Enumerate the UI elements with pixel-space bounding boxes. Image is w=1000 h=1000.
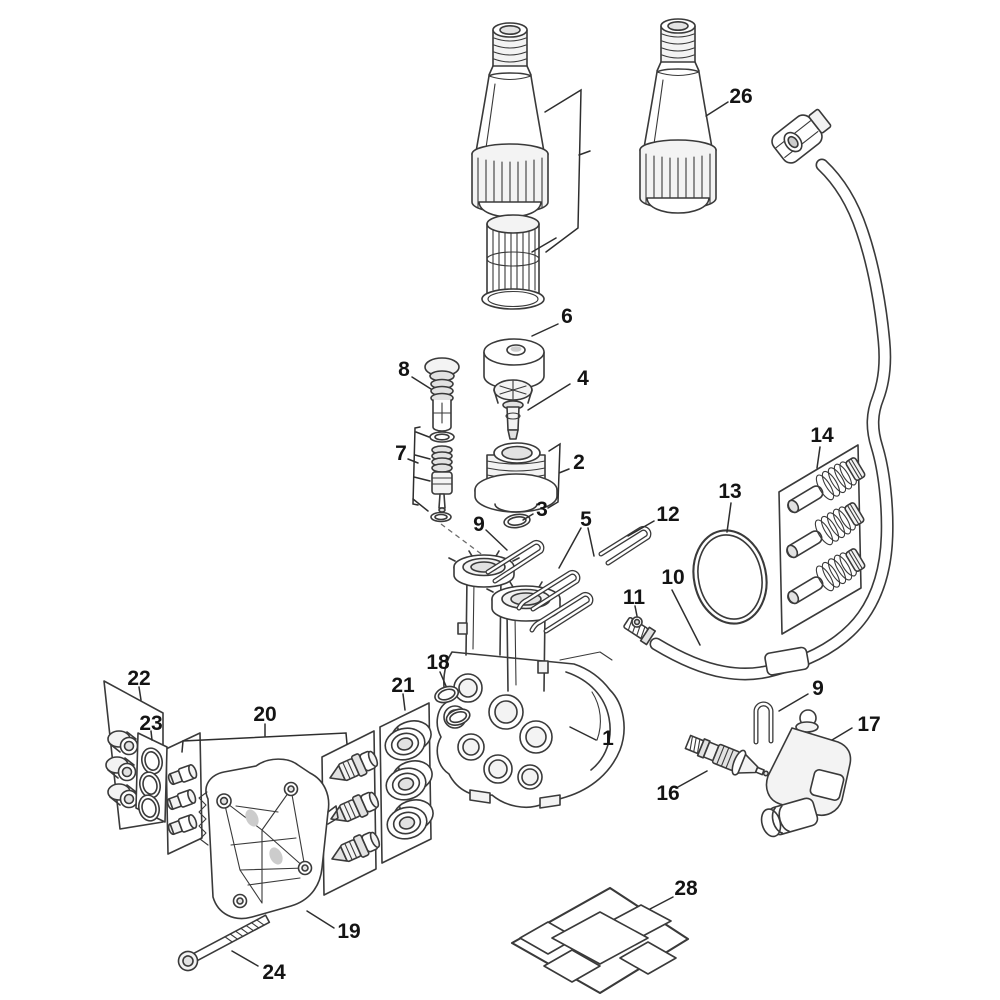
callout-16-label: 16 bbox=[656, 782, 679, 805]
part-21-seal-kit-box bbox=[379, 702, 439, 864]
part-2-inlet-fitting bbox=[474, 442, 558, 513]
part-20-fitting-box bbox=[164, 732, 203, 855]
callout-3-label: 3 bbox=[536, 498, 548, 521]
part-26-filter-right bbox=[639, 18, 717, 214]
callout-11-label: 11 bbox=[623, 586, 646, 609]
part-17-outlet-elbow bbox=[760, 709, 852, 838]
callout-20-label: 20 bbox=[253, 703, 276, 726]
callout-9-right-label: 9 bbox=[812, 677, 824, 700]
part-1-pump-housing bbox=[436, 550, 625, 809]
part-23-o-ring-box bbox=[135, 732, 168, 824]
part-9-clip-right bbox=[753, 701, 774, 745]
callout-13-label: 13 bbox=[718, 480, 741, 503]
callout-18-label: 18 bbox=[426, 651, 450, 674]
callout-19-label: 19 bbox=[337, 920, 360, 943]
part-3-o-ring bbox=[503, 513, 531, 529]
part-11-nut bbox=[631, 616, 643, 628]
part-5-clip-a bbox=[516, 569, 581, 612]
callout-2-label: 2 bbox=[573, 451, 585, 474]
callout-5-label: 5 bbox=[580, 508, 592, 531]
callout-12-label: 12 bbox=[656, 503, 679, 526]
part-8-valve-plunger bbox=[424, 357, 460, 432]
callout-9-top-label: 9 bbox=[473, 513, 485, 536]
part-26-filter-left bbox=[471, 22, 549, 218]
part-19-pump-cover bbox=[198, 758, 339, 920]
callout-6-label: 6 bbox=[561, 305, 573, 328]
callout-21-label: 21 bbox=[391, 674, 415, 697]
filter-group-bracket bbox=[544, 88, 591, 253]
part-10-hose bbox=[623, 108, 894, 681]
part-14-kit-box bbox=[778, 444, 869, 635]
filter-screen bbox=[481, 214, 545, 310]
callout-14-label: 14 bbox=[810, 424, 834, 447]
callout-leaders bbox=[138, 101, 853, 967]
part-20-cartridge-box bbox=[321, 730, 384, 896]
callout-23-label: 23 bbox=[139, 712, 162, 735]
callout-7-label: 7 bbox=[395, 442, 407, 465]
part-28-gasket-sheet bbox=[510, 886, 690, 995]
callout-10-label: 10 bbox=[661, 566, 684, 589]
part-9-clip-top bbox=[485, 539, 545, 584]
part-7-valve-kit bbox=[412, 426, 485, 557]
callout-26-label: 26 bbox=[729, 85, 752, 108]
callout-8-label: 8 bbox=[398, 358, 410, 381]
part-13-o-ring-large bbox=[692, 529, 768, 625]
part-24-bolt bbox=[177, 914, 271, 972]
callout-17-label: 17 bbox=[857, 713, 880, 736]
callout-24-label: 24 bbox=[262, 961, 286, 984]
part-5-clip-b bbox=[529, 591, 594, 634]
callout-1-label: 1 bbox=[602, 727, 614, 750]
part-18-o-rings bbox=[434, 685, 471, 726]
part-16-valve bbox=[684, 734, 769, 777]
screen-leader bbox=[531, 237, 557, 253]
callout-4-label: 4 bbox=[577, 367, 589, 390]
part-2-bracket bbox=[547, 442, 570, 509]
hose-nut bbox=[771, 108, 832, 164]
callout-28-label: 28 bbox=[674, 877, 698, 900]
part-4-injector-screw bbox=[493, 379, 533, 440]
callout-22-label: 22 bbox=[127, 667, 150, 690]
part-12-clip bbox=[598, 525, 652, 566]
callout-labels: 26 6 8 4 7 2 3 9 5 12 13 14 10 11 18 21 … bbox=[127, 85, 880, 984]
part-6-seal-disc bbox=[483, 338, 545, 390]
hose-sleeve bbox=[764, 646, 810, 676]
